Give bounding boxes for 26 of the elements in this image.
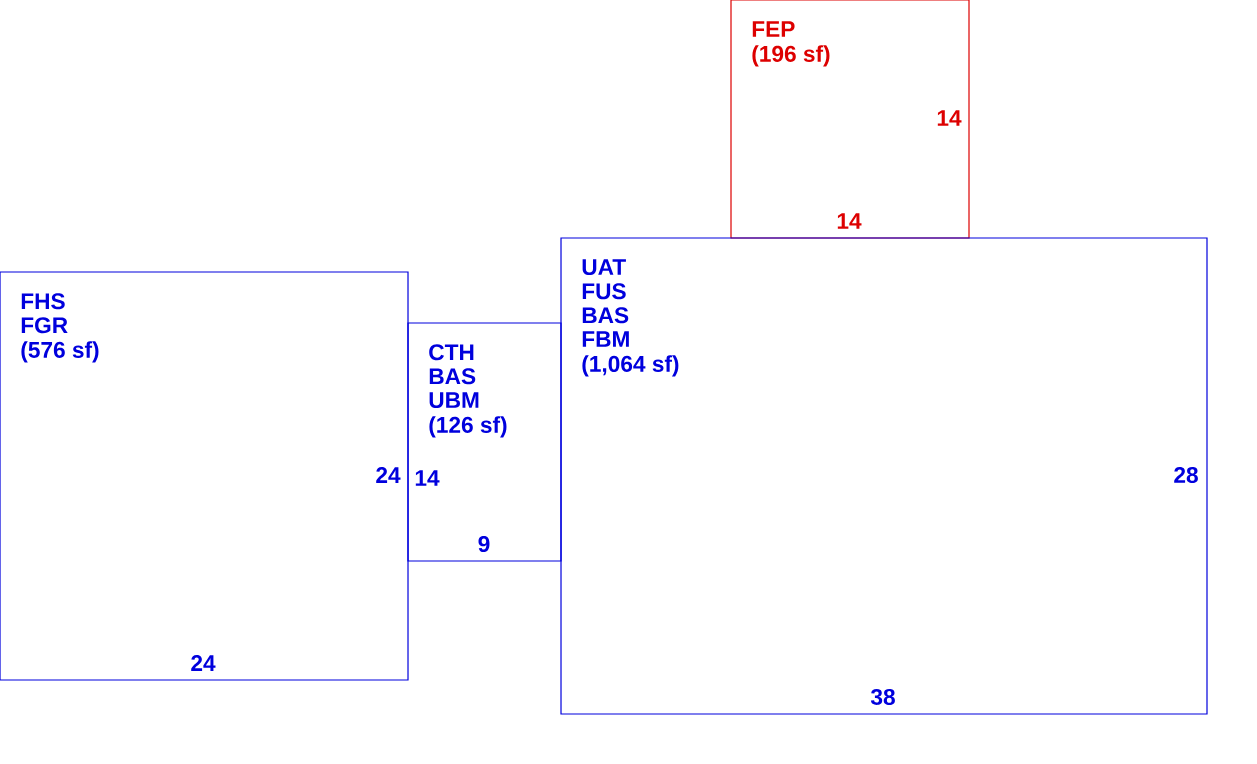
- room-outline: [560, 237, 1208, 715]
- room-code: BAS: [429, 368, 476, 385]
- dimension-label: 24: [376, 467, 401, 483]
- room-code: BAS: [582, 307, 629, 324]
- dimension-label: 38: [870, 688, 895, 705]
- room-code: FBM: [582, 331, 629, 347]
- room-code: UBM: [429, 392, 479, 409]
- dimension-label: 14: [837, 213, 862, 229]
- room-code: FGR: [21, 317, 68, 334]
- room-code: FEP: [752, 21, 795, 37]
- room-code: CTH: [429, 344, 474, 361]
- room-code: (1,064 sf): [582, 355, 679, 377]
- dimension-label: 14: [937, 110, 962, 126]
- room-code: (576 sf): [21, 341, 99, 363]
- room-outline: [407, 322, 562, 562]
- room-code: (126 sf): [429, 416, 507, 438]
- room-outline: [0, 271, 409, 681]
- dimension-label: 28: [1174, 466, 1198, 483]
- dimension-label: 9: [478, 535, 490, 552]
- room-code: (196 sf): [752, 45, 830, 67]
- dimension-label: 24: [191, 655, 216, 671]
- room-outline: [730, 0, 970, 239]
- room-code: FHS: [21, 293, 65, 310]
- room-code: FUS: [582, 283, 626, 300]
- dimension-label: 14: [415, 470, 440, 486]
- room-code: UAT: [582, 259, 626, 276]
